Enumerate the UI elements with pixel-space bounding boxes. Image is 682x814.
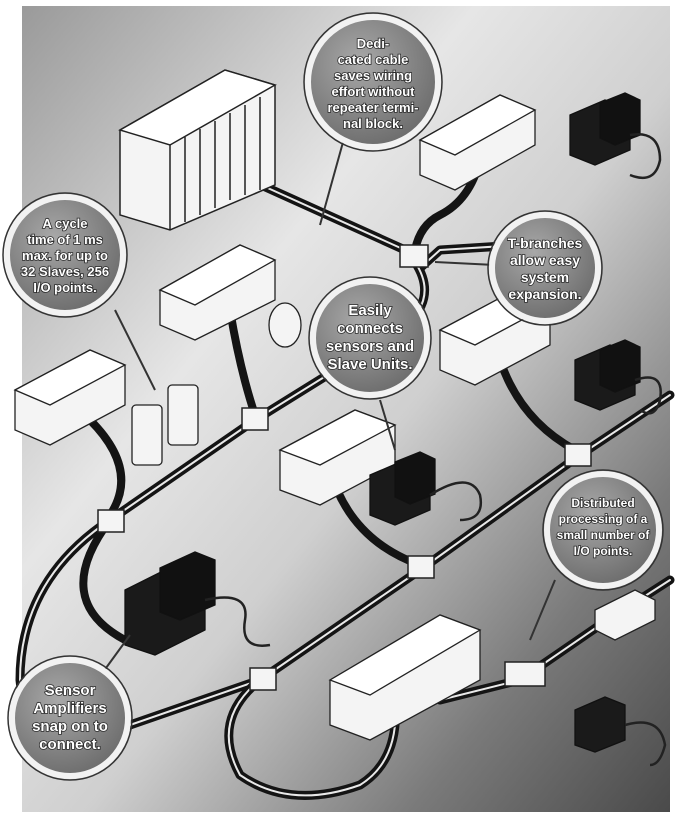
motor	[168, 385, 198, 445]
callout-t-branches-line: system	[521, 269, 569, 285]
callout-sensor-amplifiers: Sensor Amplifiers snap on to connect.	[8, 656, 132, 780]
callout-cycle-time-line: A cycle	[42, 216, 87, 231]
callout-dedicated-cable-line: cated cable	[338, 52, 409, 67]
callout-t-branches-line: T-branches	[508, 235, 583, 251]
t-branch-connector	[242, 408, 268, 430]
callout-easily-connects-line: Slave Units.	[327, 356, 412, 373]
t-branch-connector	[400, 245, 428, 267]
callout-cycle-time-line: time of 1 ms	[27, 232, 103, 247]
callout-distributed-line: small number of	[557, 528, 651, 542]
t-branch-connector	[250, 668, 276, 690]
photoelectric-sensor	[269, 303, 301, 347]
t-branch-connector	[408, 556, 434, 578]
callout-easily-connects-line: sensors and	[326, 338, 414, 355]
callout-t-branches-line: allow easy	[510, 252, 580, 268]
callout-dedicated-cable-line: nal block.	[343, 116, 403, 131]
callout-distributed: Distributed processing of a small number…	[543, 470, 663, 590]
callout-cycle-time: A cycle time of 1 ms max. for up to 32 S…	[3, 193, 127, 317]
callout-easily-connects-line: connects	[337, 320, 403, 337]
callout-dedicated-cable-line: Dedi-	[357, 36, 390, 51]
callout-cycle-time-line: I/O points.	[33, 280, 97, 295]
callout-distributed-line: processing of a	[559, 512, 648, 526]
callout-sensor-amplifiers-line: Amplifiers	[33, 700, 106, 717]
callout-dedicated-cable-line: saves wiring	[334, 68, 412, 83]
callout-t-branches: T-branches allow easy system expansion.	[488, 211, 602, 325]
callout-dedicated-cable-line: effort without	[331, 84, 415, 99]
callout-cycle-time-line: 32 Slaves, 256	[21, 264, 109, 279]
callout-distributed-line: Distributed	[571, 496, 634, 510]
callout-cycle-time-line: max. for up to	[22, 248, 108, 263]
t-branch-connector	[565, 444, 591, 466]
t-branch-connector	[98, 510, 124, 532]
callout-sensor-amplifiers-line: Sensor	[45, 682, 96, 699]
callout-t-branches-line: expansion.	[508, 286, 581, 302]
callout-dedicated-cable-line: repeater termi-	[327, 100, 418, 115]
callout-dedicated-cable: Dedi- cated cable saves wiring effort wi…	[304, 13, 442, 151]
callout-distributed-line: I/O points.	[574, 544, 633, 558]
callout-sensor-amplifiers-line: snap on to	[32, 718, 108, 735]
callout-easily-connects: Easily connects sensors and Slave Units.	[309, 277, 431, 399]
callout-easily-connects-line: Easily	[348, 302, 392, 319]
motor	[132, 405, 162, 465]
t-branch-connector	[505, 662, 545, 686]
callout-sensor-amplifiers-line: connect.	[39, 736, 101, 753]
